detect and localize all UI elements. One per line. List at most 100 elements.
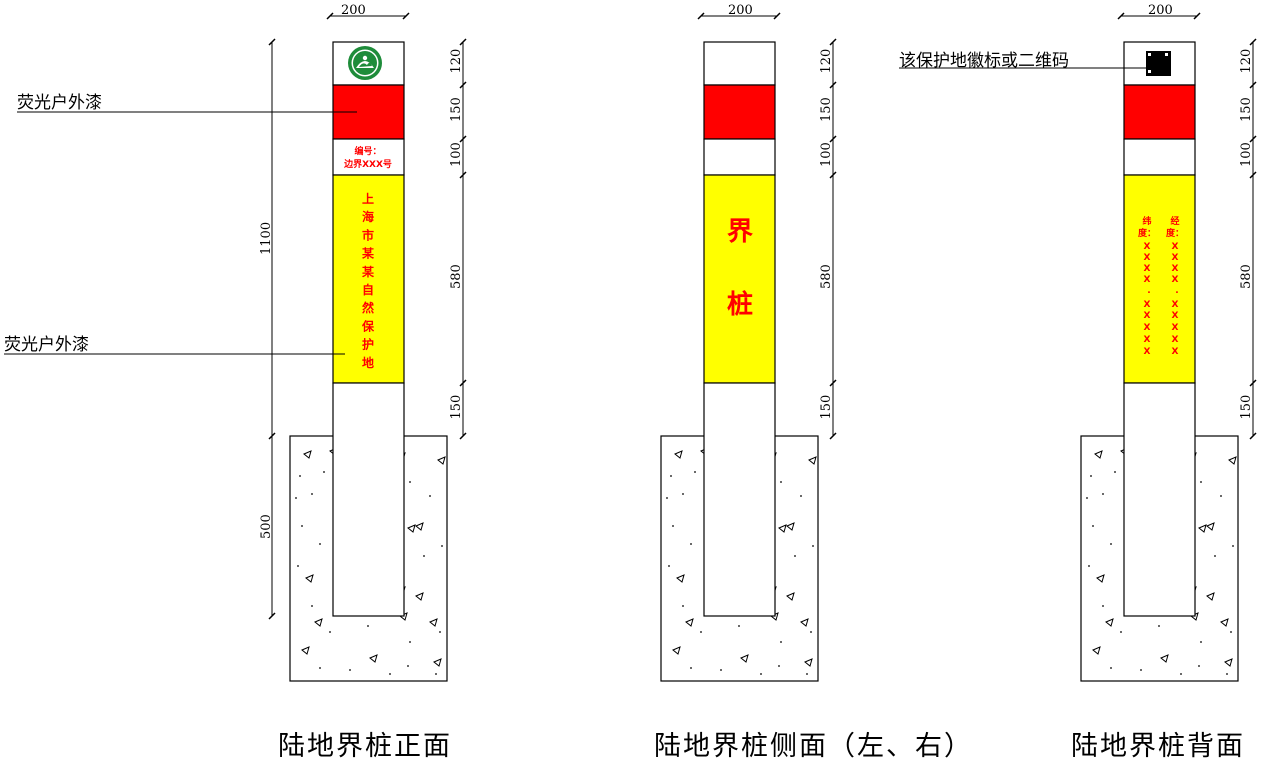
side-segment-text: 120 [819, 49, 834, 74]
side-segment-text: 150 [819, 97, 834, 122]
back-lon-dot: . [1175, 286, 1178, 296]
front-vertical-char: 某 [362, 246, 375, 261]
front-label-top: 荧光户外漆 [17, 93, 102, 113]
aggregate-triangle [369, 654, 378, 663]
back-segment-text: 100 [1239, 142, 1254, 167]
aggregate-dot [1230, 631, 1232, 633]
front-leader-bottom: 荧光户外漆 [4, 335, 345, 355]
aggregate-dot [1226, 673, 1228, 675]
aggregate-dot [1158, 625, 1160, 627]
nature-reserve-emblem-icon [348, 46, 382, 80]
aggregate-dot [295, 497, 297, 499]
aggregate-dot [682, 493, 684, 495]
aggregate-dot [806, 673, 808, 675]
back-pile-lower [1123, 382, 1196, 617]
aggregate-dot [690, 543, 692, 545]
front-dim-tick [459, 81, 467, 89]
aggregate-triangle [1224, 658, 1233, 667]
aggregate-dot [297, 565, 299, 567]
side-dim-tick [829, 81, 837, 89]
front-segment-text: 100 [449, 142, 464, 167]
front-vertical-char: 保 [361, 318, 375, 333]
side-title: 陆地界桩侧面（左、右） [654, 731, 973, 762]
aggregate-triangle [786, 592, 795, 601]
front-height-text: 1100 [259, 222, 274, 255]
back-dim-tick [1249, 432, 1257, 440]
coordinate-mark: X [1172, 323, 1179, 333]
back-segment-text: 120 [1239, 49, 1254, 74]
back-leader: 该保护地徽标或二维码 [899, 51, 1146, 71]
aggregate-dot [1214, 555, 1216, 557]
side-width-dimension: 200 [697, 3, 781, 20]
side-width-text: 200 [728, 3, 753, 18]
coordinate-mark: X [1144, 253, 1151, 263]
front-dim-tick [459, 379, 467, 387]
aggregate-dot [1200, 481, 1202, 483]
back-lon-label-2: 度： [1166, 227, 1184, 239]
side-white-band [703, 138, 776, 176]
front-width-text: 200 [341, 3, 366, 18]
back-lat-dot: . [1147, 286, 1150, 296]
aggregate-dot [1102, 605, 1104, 607]
aggregate-triangle [1094, 450, 1103, 459]
aggregate-dot [1088, 565, 1090, 567]
back-segment-text: 150 [1239, 395, 1254, 420]
side-text-1: 界 [727, 217, 753, 247]
side-segment-text: 100 [819, 142, 834, 167]
aggregate-dot [1086, 497, 1088, 499]
aggregate-dot [1180, 673, 1182, 675]
qr-code-icon [1146, 51, 1171, 76]
side-segment-text: 150 [819, 395, 834, 420]
aggregate-triangle [808, 456, 817, 465]
aggregate-dot [1198, 665, 1200, 667]
back-title: 陆地界桩背面 [1071, 731, 1245, 762]
aggregate-dot [690, 667, 692, 669]
aggregate-dot [720, 669, 722, 671]
front-number-line1: 编号： [354, 145, 381, 157]
front-segment-text: 150 [449, 395, 464, 420]
back-dim-tick [1249, 38, 1257, 46]
aggregate-dot [423, 555, 425, 557]
aggregate-triangle [778, 524, 787, 533]
aggregate-triangle [804, 658, 813, 667]
coordinate-mark: X [1144, 242, 1151, 252]
aggregate-triangle [800, 618, 809, 627]
coordinate-mark: X [1172, 311, 1179, 321]
front-vertical-char: 护 [362, 337, 374, 352]
front-width-dimension: 200 [326, 3, 410, 20]
front-segment-text: 580 [449, 264, 464, 289]
aggregate-triangle [415, 522, 424, 531]
aggregate-dot [694, 471, 696, 473]
aggregate-dot [435, 673, 437, 675]
front-pile-lower [332, 382, 405, 617]
front-title: 陆地界桩正面 [278, 731, 452, 762]
aggregate-dot [810, 631, 812, 633]
back-dim-tick [1249, 379, 1257, 387]
front-segment-text: 120 [449, 49, 464, 74]
aggregate-dot [441, 545, 443, 547]
coordinate-mark: X [1172, 242, 1179, 252]
coordinate-mark: X [1172, 264, 1179, 274]
aggregate-dot [780, 481, 782, 483]
back-lon-label-1: 经 [1170, 215, 1179, 227]
aggregate-triangle [1198, 524, 1207, 533]
back-view: 200 该保护地徽标或二维码 纬 度： 经 度： XXXXXXXXXXXXXXX… [899, 3, 1257, 762]
aggregate-dot [800, 495, 802, 497]
aggregate-triangle [1105, 618, 1114, 627]
side-yellow-band [703, 174, 776, 384]
aggregate-dot [329, 631, 331, 633]
side-red-band [703, 84, 776, 140]
back-segment-text: 580 [1239, 264, 1254, 289]
front-vertical-char: 市 [362, 227, 374, 242]
coordinate-mark: X [1144, 264, 1151, 274]
back-width-dimension: 200 [1117, 3, 1201, 20]
aggregate-dot [794, 555, 796, 557]
aggregate-dot [1110, 543, 1112, 545]
front-dim-tick [459, 432, 467, 440]
back-dim-tick [1249, 135, 1257, 143]
